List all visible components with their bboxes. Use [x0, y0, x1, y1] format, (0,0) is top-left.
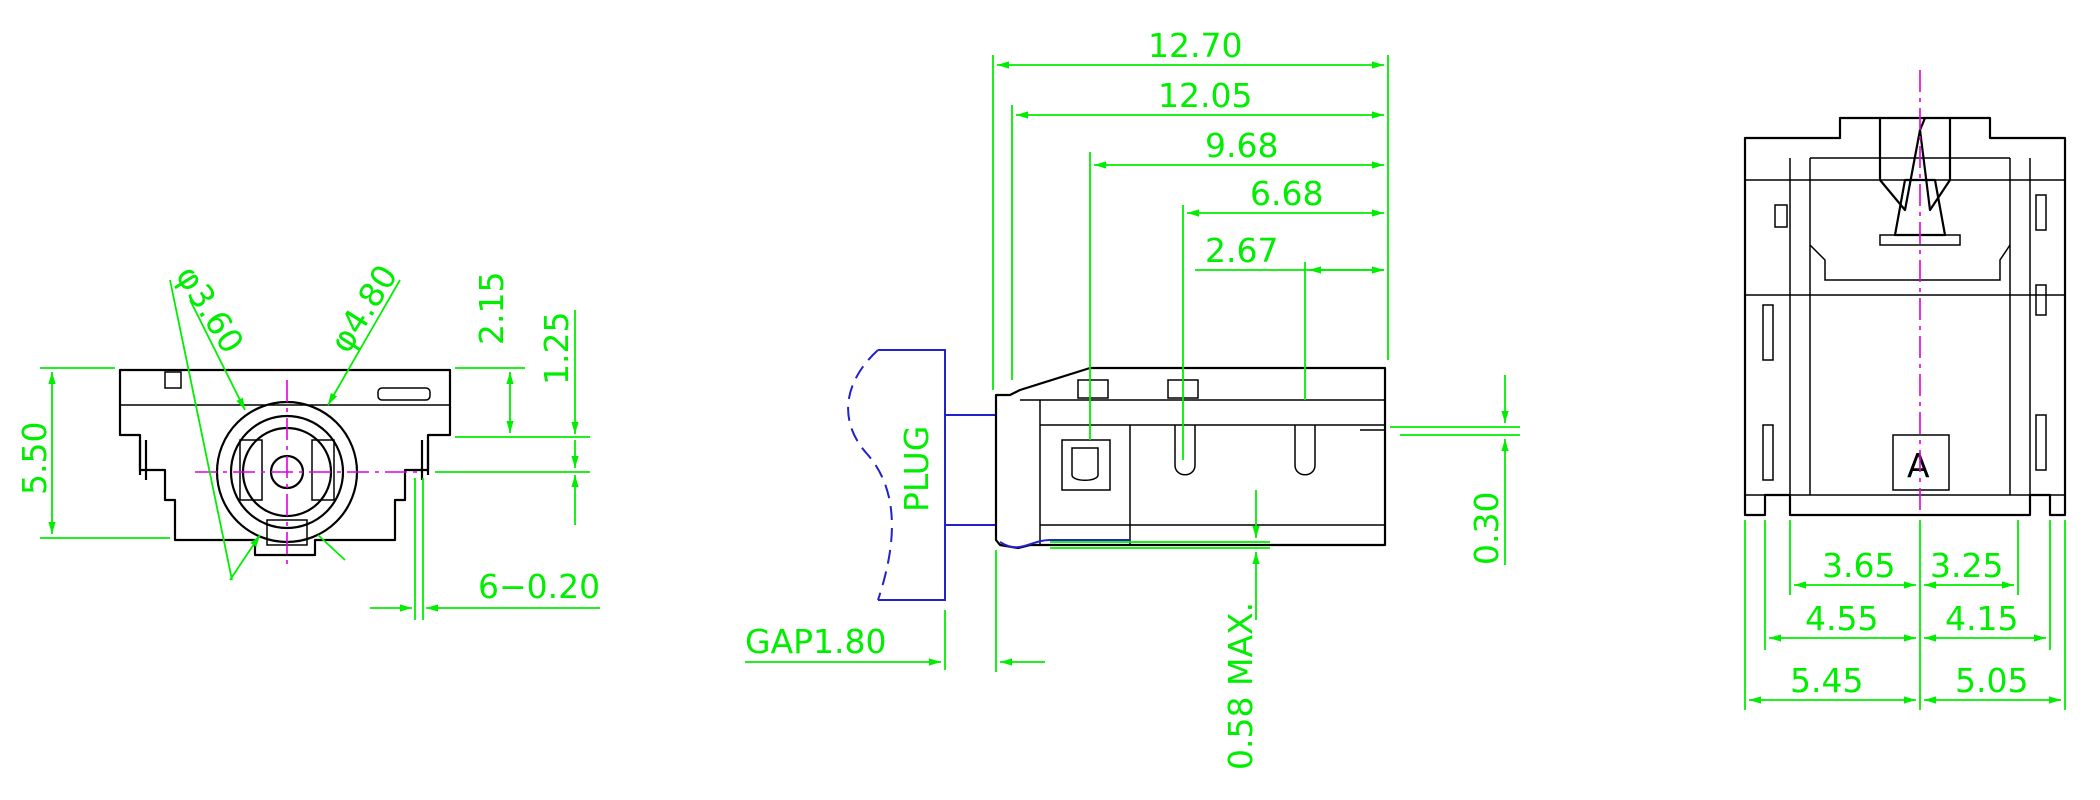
dim-mid-right: 4.15: [1945, 599, 2018, 638]
dim-length-5: 2.67: [1205, 231, 1278, 270]
bottom-view-body: A: [1743, 116, 2067, 517]
dim-max-depth: 0.58 MAX.: [1221, 602, 1260, 770]
dim-length-3: 9.68: [1205, 126, 1278, 165]
front-centerlines: [195, 380, 420, 570]
bottom-view: A 3.65 3.25 4.55 4.15 5.45 5.05: [1743, 70, 2067, 710]
side-view: PLUG: [745, 26, 1520, 770]
plug-outline: PLUG: [847, 349, 996, 601]
side-view-body: [994, 366, 1387, 550]
dim-outer-left: 5.45: [1790, 661, 1863, 700]
bottom-dimension-labels: 3.65 3.25 4.55 4.15 5.45 5.05: [1790, 546, 2028, 700]
bottom-marking: A: [1907, 446, 1930, 485]
dim-length-4: 6.68: [1250, 174, 1323, 213]
front-view: φ3.60 φ4.80 5.50 2.15 1.25 6−0.20: [15, 258, 600, 620]
front-view-body: [118, 368, 452, 557]
side-dimension-lines: [745, 55, 1520, 672]
dim-height: 5.50: [15, 422, 54, 495]
dim-small-offset: 0.30: [1467, 492, 1506, 565]
dim-overall-length: 12.70: [1148, 26, 1242, 65]
dim-outer-right: 5.05: [1955, 661, 2028, 700]
dim-top-offset: 2.15: [472, 272, 511, 345]
dim-length-2: 12.05: [1158, 76, 1252, 115]
dim-inner-right: 3.25: [1930, 546, 2003, 585]
dim-pin-offset: 1.25: [537, 312, 576, 385]
dim-inner-left: 3.65: [1822, 546, 1895, 585]
side-dimension-labels: 12.70 12.05 9.68 6.68 2.67 GAP1.80 0.58 …: [745, 26, 1506, 770]
bottom-dimension-lines: [1744, 520, 2066, 710]
dim-pin-width: 6−0.20: [478, 567, 600, 606]
dim-diameter-outer: φ4.80: [322, 258, 406, 359]
front-dimension-lines: [40, 279, 600, 620]
dim-gap: GAP1.80: [745, 622, 887, 661]
plug-label: PLUG: [897, 426, 936, 512]
dim-diameter-inner: φ3.60: [168, 259, 252, 360]
dim-mid-left: 4.55: [1805, 599, 1878, 638]
